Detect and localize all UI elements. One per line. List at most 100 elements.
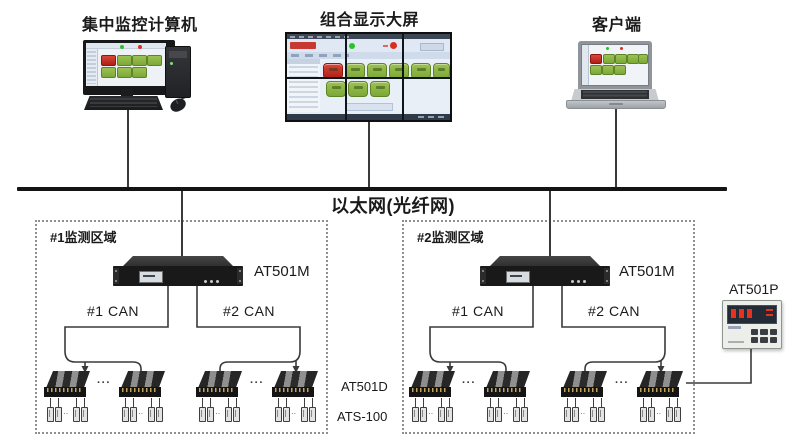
- sensor-probe: [47, 398, 54, 422]
- zone1-can2-label: #2 CAN: [223, 303, 276, 319]
- probe-ellipsis: ··: [428, 409, 434, 418]
- screen-sidebar: [582, 45, 589, 85]
- sensor-label: ATS-100: [337, 409, 388, 424]
- device-pin-row: [484, 387, 526, 397]
- red-status-led: [138, 44, 142, 49]
- red-status-led: [390, 42, 397, 49]
- sensor-probe: [648, 398, 655, 422]
- probe-ellipsis: ··: [138, 409, 144, 418]
- device-top-face: [639, 371, 683, 388]
- ok-cell: [117, 55, 132, 66]
- device-ellipsis: ···: [462, 377, 476, 389]
- device-ellipsis: ···: [615, 377, 629, 389]
- laptop-base: [566, 100, 666, 109]
- rack-ear: [604, 268, 610, 284]
- rack-display: [506, 271, 530, 283]
- zone2-can1-branch: [429, 286, 534, 372]
- app-titlebar: [287, 34, 450, 39]
- panel-caption: [728, 341, 744, 343]
- device-pin-row: [119, 387, 161, 397]
- laptop-screen: [581, 44, 649, 86]
- ok-cell: [603, 54, 615, 64]
- sensor-probe: [73, 398, 80, 422]
- sensor-probe: [225, 398, 232, 422]
- alarm-cell: [590, 54, 602, 64]
- panel-buttons: [751, 329, 777, 343]
- sensor-probe: [233, 398, 240, 422]
- sensor-probe: [598, 398, 605, 422]
- arrowhead: [81, 366, 89, 373]
- rack-leds: [571, 280, 574, 283]
- arrowhead: [292, 366, 300, 373]
- ethernet-label: 以太网(光纤网): [331, 196, 455, 216]
- display-wall-label: 组合显示大屏: [320, 12, 420, 29]
- ok-cell: [132, 67, 147, 78]
- panel-link-line: [686, 347, 752, 384]
- sensor-probe: [438, 398, 445, 422]
- gateway-label-zone2: AT501M: [619, 263, 675, 280]
- zone2-can2-branch: [561, 286, 666, 372]
- red-status-led: [620, 47, 623, 50]
- alarm-cell: [101, 55, 116, 66]
- device-pin-row: [44, 387, 86, 397]
- zone1-can1-label: #1 CAN: [87, 303, 140, 319]
- sensor-probe: [572, 398, 579, 422]
- green-status-led: [606, 47, 609, 50]
- wall-app-screen: [287, 34, 450, 120]
- zone-2-label: #2监测区域: [417, 230, 484, 245]
- probe-ellipsis: ··: [656, 409, 662, 418]
- device-pin-row: [637, 387, 679, 397]
- rack-top-face: [490, 256, 600, 266]
- ok-tile: [326, 81, 346, 97]
- ok-cell: [590, 65, 602, 75]
- client-label: 客户端: [592, 17, 642, 34]
- rack-ear: [113, 268, 119, 284]
- sensor-probe: [495, 398, 502, 422]
- monitor-screen: [86, 43, 166, 86]
- device-ellipsis: ···: [97, 377, 111, 389]
- ok-cell: [101, 67, 116, 78]
- laptop-lid: [578, 41, 652, 89]
- sensor-probe: [666, 398, 673, 422]
- collector-at501d: ··: [484, 371, 532, 422]
- sensor-probe: [674, 398, 681, 422]
- rack-display: [139, 271, 163, 283]
- device-top-face: [121, 371, 165, 388]
- sensor-probe: [130, 398, 137, 422]
- ok-cell: [132, 55, 147, 66]
- app-pagination-bar: [345, 103, 393, 111]
- sensor-probe: [309, 398, 316, 422]
- arrowhead: [446, 366, 454, 373]
- alarm-mark: [383, 45, 388, 47]
- video-wall: [285, 32, 452, 122]
- ok-cell: [602, 65, 614, 75]
- screen-sidebar: [86, 49, 98, 86]
- sensor-probe: [207, 398, 214, 422]
- ok-tile: [370, 81, 390, 97]
- zone2-can1-label: #1 CAN: [452, 303, 505, 319]
- green-status-led: [349, 42, 355, 49]
- probe-ellipsis: ··: [215, 409, 221, 418]
- green-status-led: [120, 44, 124, 49]
- sensor-probe: [301, 398, 308, 422]
- ok-cell: [615, 54, 627, 64]
- sensor-probe: [283, 398, 290, 422]
- zone-1-label: #1监测区域: [50, 230, 117, 245]
- collector-at501d: ··: [637, 371, 685, 422]
- app-header: [287, 39, 450, 53]
- zone1-can1-branch: [64, 286, 169, 372]
- zone1-can2-branch: [196, 286, 301, 372]
- collector-at501d: ··: [44, 371, 92, 422]
- wall-grid-divider: [287, 77, 450, 79]
- collector-at501d: ··: [409, 371, 457, 422]
- ok-cell: [638, 54, 648, 64]
- ok-tile: [348, 81, 368, 97]
- rack-front-face: [480, 266, 610, 286]
- sensor-probe: [590, 398, 597, 422]
- sensor-probe: [156, 398, 163, 422]
- sensor-probe: [81, 398, 88, 422]
- panel-label: AT501P: [729, 281, 779, 297]
- probe-ellipsis: ··: [63, 409, 69, 418]
